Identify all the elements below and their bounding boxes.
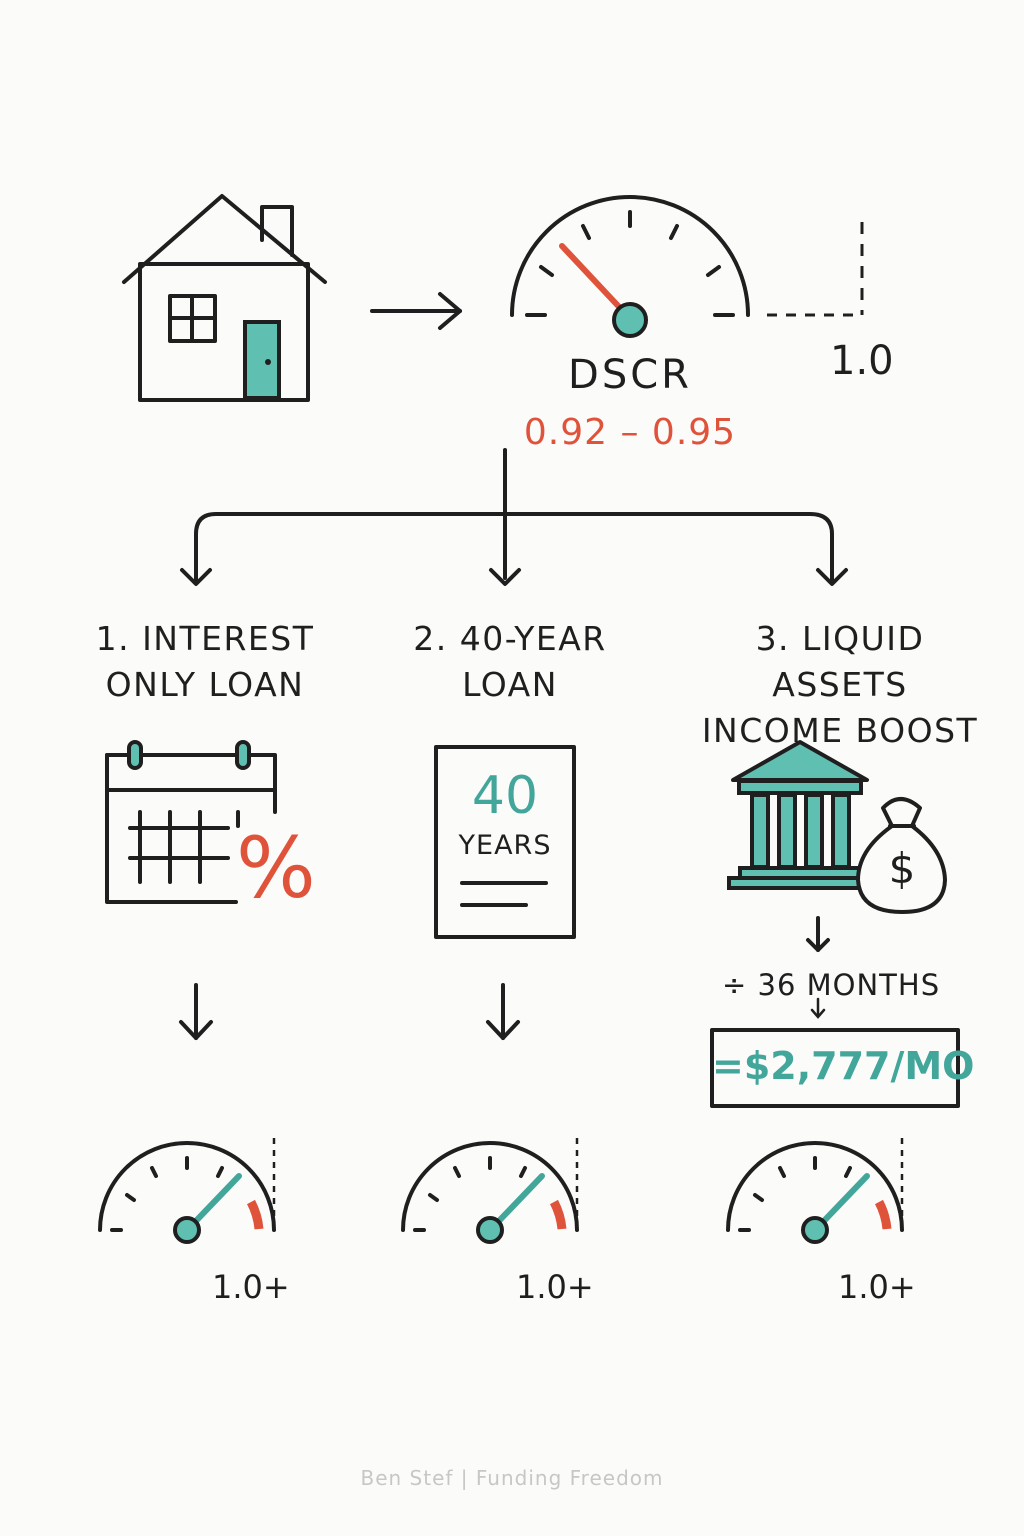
arrow-down-icon	[806, 916, 830, 952]
threshold-value: 1.0	[830, 338, 894, 384]
monthly-income-box	[710, 1028, 960, 1108]
arrow-down-icon	[179, 983, 213, 1040]
dscr-range: 0.92 – 0.95	[523, 412, 737, 453]
house-icon	[122, 194, 327, 402]
footer-credit: Ben Stef | Funding Freedom	[360, 1466, 664, 1490]
small-arrow-down-icon	[810, 997, 826, 1019]
option-1-result: 1.0+	[212, 1268, 290, 1306]
percent-icon: %	[236, 819, 316, 917]
option-2-title-line1: 2. 40-YEAR	[413, 619, 607, 658]
option-1-title: 1. INTEREST ONLY LOAN	[80, 616, 330, 708]
document-number: 40	[471, 766, 539, 826]
option-3-title-line1: 3. LIQUID ASSETS	[755, 619, 925, 705]
dscr-gauge-icon	[510, 195, 864, 338]
result-gauge-icon	[401, 1138, 579, 1244]
option-2-title-line2: LOAN	[462, 665, 558, 705]
option-1-title-line2: ONLY LOAN	[105, 665, 305, 705]
branch-connector	[180, 448, 848, 586]
document-icon	[434, 745, 576, 939]
option-2-title: 2. 40-YEAR LOAN	[385, 616, 635, 708]
option-2-result: 1.0+	[516, 1268, 594, 1306]
option-3-title-line2: INCOME BOOST	[701, 711, 979, 751]
arrow-down-icon	[486, 983, 520, 1040]
gauge-label: DSCR	[568, 352, 692, 398]
bank-icon	[727, 740, 875, 890]
arrow-right-icon	[370, 292, 462, 330]
divide-months-text: ÷ 36 MONTHS	[722, 968, 941, 1002]
money-bag-icon	[856, 797, 947, 914]
result-gauge-icon	[98, 1138, 276, 1244]
dollar-icon: $	[888, 844, 916, 893]
monthly-amount: =$2,777/MO	[712, 1044, 975, 1088]
document-word: YEARS	[458, 830, 552, 861]
option-3-result: 1.0+	[838, 1268, 916, 1306]
calendar-icon	[105, 740, 277, 904]
option-3-title: 3. LIQUID ASSETS INCOME BOOST	[690, 616, 990, 755]
option-1-title-line1: 1. INTEREST	[95, 619, 315, 658]
result-gauge-icon	[726, 1138, 904, 1244]
